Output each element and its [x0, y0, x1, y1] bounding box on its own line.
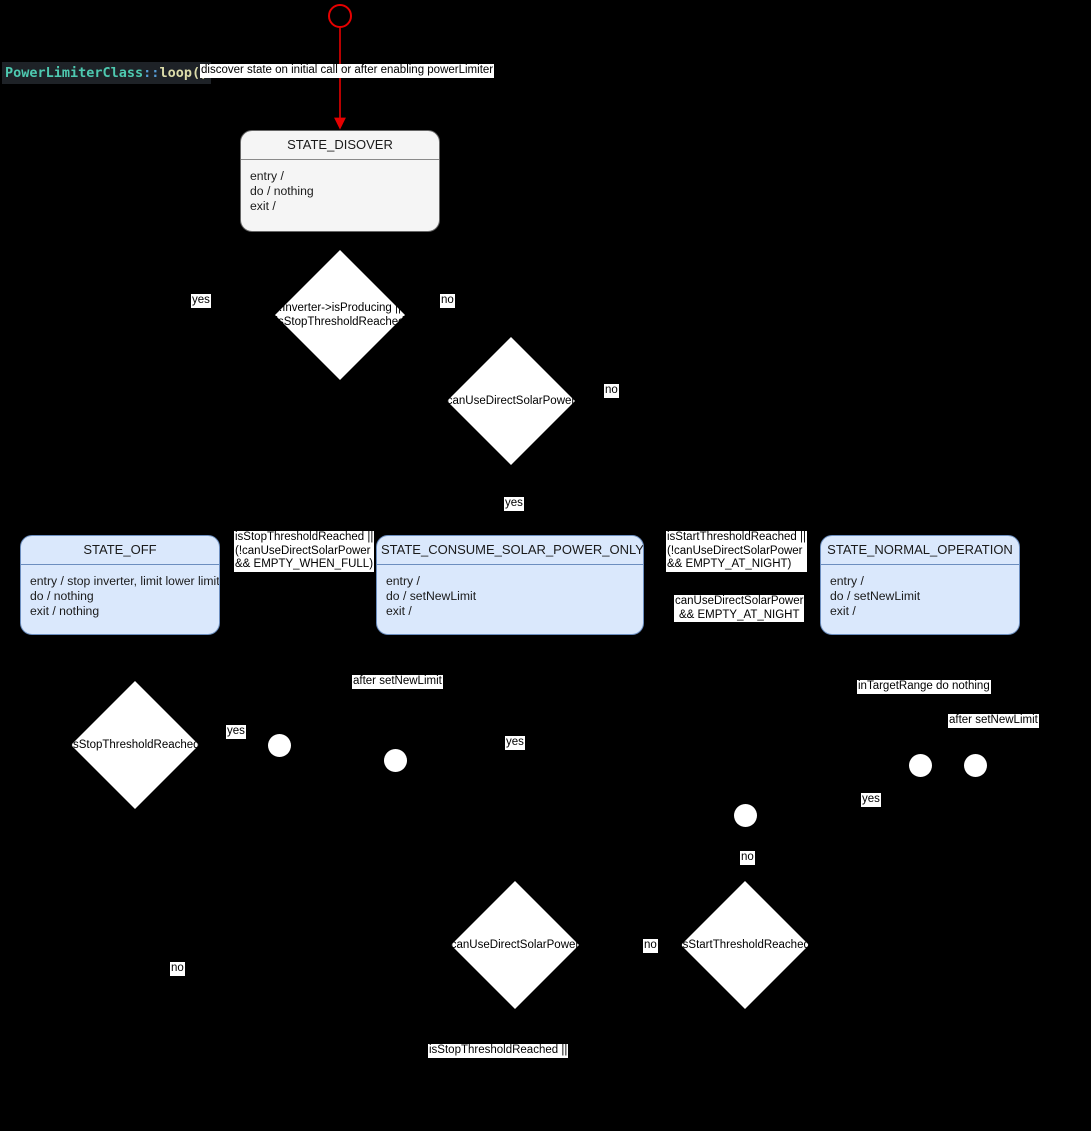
junction-node-2[interactable] [384, 749, 407, 772]
state-divider [21, 564, 219, 565]
diamond-shape [451, 881, 579, 1009]
edge-label-guard-stop-when-full: isStopThresholdReached || (!canUseDirect… [234, 531, 375, 572]
code-scope-operator: :: [143, 65, 160, 81]
decision-start-threshold-reached[interactable]: isStartThresholdReached [680, 881, 810, 1009]
code-label: PowerLimiterClass::loop() [2, 62, 212, 84]
state-do: do / setNewLimit [830, 589, 921, 603]
edge-label-no-1: no [440, 294, 455, 308]
state-entry: entry / [250, 169, 284, 183]
state-box-off[interactable]: STATE_OFF entry / stop inverter, limit l… [20, 535, 220, 635]
state-title-discover: STATE_DISOVER [287, 137, 393, 152]
junction-node-3[interactable] [909, 754, 932, 777]
state-body-discover: entry / do / nothing exit / [241, 160, 439, 220]
state-entry: entry / [386, 574, 420, 588]
state-divider [377, 564, 643, 565]
edge-label-no-4: no [643, 939, 658, 953]
state-exit: exit / [386, 604, 412, 618]
diamond-shape [447, 337, 575, 465]
state-exit: exit / nothing [30, 604, 100, 618]
state-do: do / nothing [250, 184, 314, 198]
state-divider [821, 564, 1019, 565]
decision-producing-or-stop-threshold[interactable]: !Inverter->isProducing || isStopThreshol… [275, 250, 405, 380]
state-title-normal-operation: STATE_NORMAL_OPERATION [827, 542, 1013, 557]
state-box-consume-solar-power-only[interactable]: STATE_CONSUME_SOLAR_POWER_ONLY entry / d… [376, 535, 644, 635]
state-exit: exit / [250, 199, 276, 213]
edge-label-yes-5: yes [861, 793, 881, 807]
edge-label-yes-1: yes [191, 294, 211, 308]
edge-label-no-5: no [170, 962, 185, 976]
state-exit: exit / [830, 604, 856, 618]
edge-label-guard-stop-or: isStopThresholdReached || [428, 1044, 569, 1058]
decision-can-use-direct-solar-top[interactable]: canUseDirectSolarPower [447, 337, 575, 465]
junction-node-4[interactable] [964, 754, 987, 777]
start-node-circle[interactable] [328, 4, 352, 28]
state-title-off: STATE_OFF [83, 542, 157, 557]
edge-label-no-3: no [740, 851, 755, 865]
diamond-shape [681, 881, 809, 1009]
code-class-name: PowerLimiterClass [5, 65, 144, 81]
edge-label-in-target-range: inTargetRange do nothing [857, 680, 991, 694]
code-function-name: loop() [159, 65, 209, 81]
edge-label-after-setnewlimit-2: after setNewLimit [948, 714, 1039, 728]
state-box-discover[interactable]: STATE_DISOVER entry / do / nothing exit … [240, 130, 440, 232]
edge-label-yes-4: yes [505, 736, 525, 750]
state-box-normal-operation[interactable]: STATE_NORMAL_OPERATION entry / do / setN… [820, 535, 1020, 635]
state-body-normal-operation: entry / do / setNewLimit exit / [821, 565, 1019, 625]
edge-label-no-2: no [604, 384, 619, 398]
edge-label-guard-start-at-night: isStartThresholdReached || (!canUseDirec… [666, 531, 807, 572]
edge-label-yes-3: yes [226, 725, 246, 739]
state-divider [241, 159, 439, 160]
state-do: do / setNewLimit [386, 589, 477, 603]
edge-label-initial-discover: discover state on initial call or after … [200, 64, 495, 78]
junction-node-1[interactable] [268, 734, 291, 757]
state-title-consume-solar: STATE_CONSUME_SOLAR_POWER_ONLY [381, 542, 644, 557]
edge-label-guard-solar-at-night: canUseDirectSolarPower && EMPTY_AT_NIGHT [674, 595, 805, 622]
state-body-off: entry / stop inverter, limit lower limit… [21, 565, 219, 625]
state-do: do / nothing [30, 589, 94, 603]
diamond-shape [275, 250, 405, 380]
edge-label-after-setnewlimit-1: after setNewLimit [352, 675, 443, 689]
junction-node-5[interactable] [734, 804, 757, 827]
decision-stop-threshold-reached-left[interactable]: isStopThresholdReached [70, 681, 200, 809]
state-entry: entry / [830, 574, 864, 588]
state-body-consume-solar: entry / do / setNewLimit exit / [377, 565, 643, 625]
state-entry: entry / stop inverter, limit lower limit [30, 574, 220, 588]
decision-can-use-direct-solar-bottom[interactable]: canUseDirectSolarPower [451, 881, 579, 1009]
diamond-shape [71, 681, 199, 809]
edge-label-yes-2: yes [504, 497, 524, 511]
